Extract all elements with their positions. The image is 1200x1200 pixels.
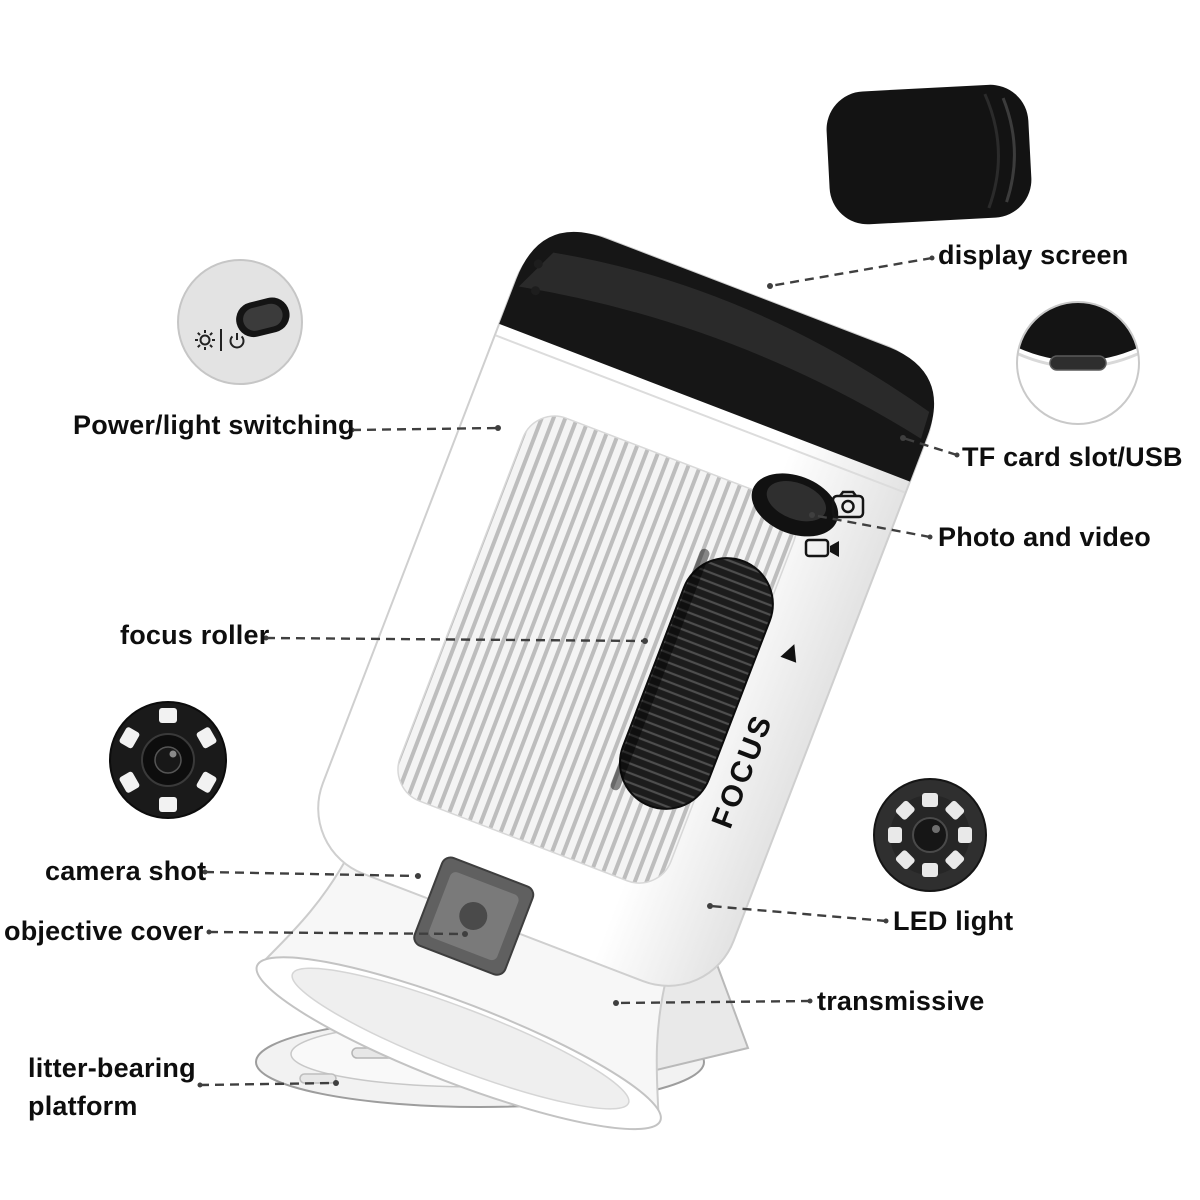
tf-card-slot-inset <box>1016 301 1140 425</box>
leader-lines <box>199 256 958 1087</box>
label-objective-cover: objective cover <box>4 916 204 946</box>
led-light-inset <box>873 778 987 892</box>
label-litter-bearing-platform: litter-bearing platform <box>28 1053 196 1121</box>
display-screen-inset <box>826 84 1032 225</box>
label-photo-and-video: Photo and video <box>938 522 1152 552</box>
leader-display-screen <box>769 256 933 288</box>
sun-icon <box>195 330 215 350</box>
focus-roller <box>618 557 774 810</box>
video-icon <box>804 538 839 558</box>
led-center-lens <box>912 817 948 853</box>
label-display-screen: display screen <box>938 240 1129 270</box>
leader-tf-card <box>902 436 958 457</box>
label-power-light-switching: Power/light switching <box>73 410 355 440</box>
label-focus-roller: focus roller <box>120 620 270 650</box>
leader-objective-cover <box>208 930 466 936</box>
objective-lens <box>459 901 488 930</box>
indicator-dot <box>533 259 543 269</box>
label-transmissive: transmissive <box>817 986 985 1016</box>
leader-platform <box>199 1081 337 1087</box>
camera-lens <box>154 746 182 774</box>
camera-shot-inset <box>109 701 227 819</box>
microscope-device: FOCUS ▶ <box>255 231 935 1131</box>
label-led-light: LED light <box>893 906 1014 936</box>
tf-card-slot <box>1049 355 1107 371</box>
leader-focus-roller <box>265 636 646 643</box>
leader-transmissive <box>615 999 811 1005</box>
label-camera-shot: camera shot <box>45 856 207 886</box>
power-icon <box>229 333 245 349</box>
platform-slot <box>299 1073 337 1084</box>
label-tf-card-slot-usb: TF card slot/USB <box>962 442 1183 472</box>
leader-endpoints <box>197 255 960 1088</box>
power-switch-inset <box>177 259 303 385</box>
leader-power-light <box>351 426 499 432</box>
leader-photo-video <box>811 513 931 539</box>
leader-camera-shot <box>204 870 419 878</box>
indicator-dot <box>530 286 540 296</box>
camera-icon <box>831 490 865 519</box>
